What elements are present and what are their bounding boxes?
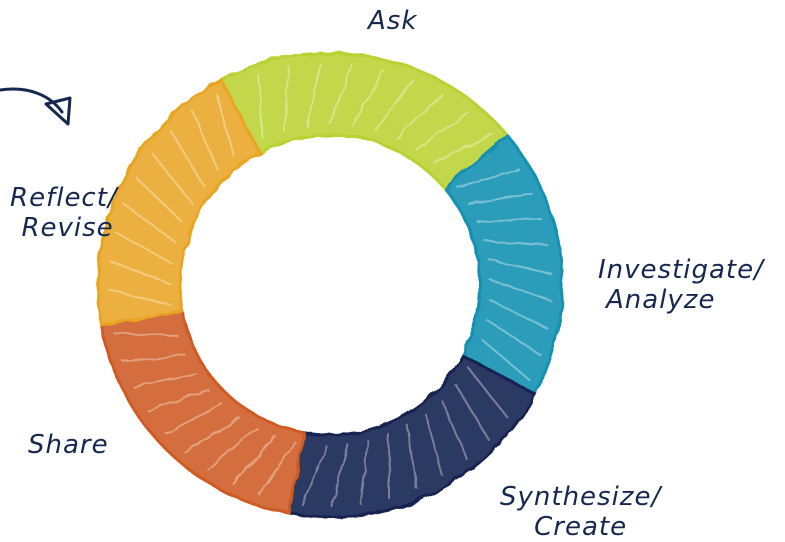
label-reflect-revise: Reflect/ Revise <box>10 183 118 243</box>
label-share: Share <box>28 430 109 460</box>
label-synthesize-create: Synthesize/ Create <box>500 482 662 542</box>
label-investigate-analyze: Investigate/ Analyze <box>598 255 764 315</box>
segment-reflect <box>96 78 262 327</box>
segment-ask <box>219 51 510 191</box>
curved-arrow-icon <box>0 87 72 126</box>
segment-share <box>100 309 306 515</box>
label-ask: Ask <box>368 6 418 36</box>
segment-synthesize <box>288 353 537 519</box>
